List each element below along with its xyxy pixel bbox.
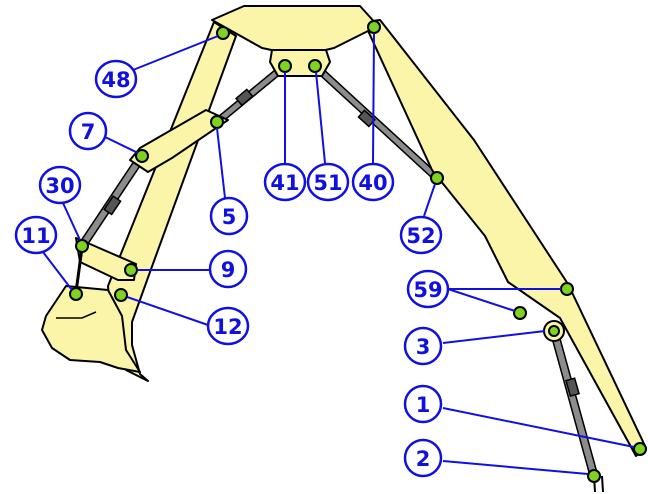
base-cylinder-collar	[565, 377, 580, 397]
callout-41-label: 41	[270, 171, 299, 195]
callout-30: 30	[38, 165, 82, 205]
callout-9-label: 9	[221, 258, 236, 282]
callout-48: 48	[94, 59, 138, 99]
pin-2	[587, 469, 601, 483]
leader-lines	[42, 32, 635, 475]
pin-41	[278, 59, 292, 73]
callout-51: 51	[306, 162, 350, 202]
callout-1: 1	[403, 384, 443, 424]
boom-arm	[363, 19, 647, 457]
callout-12-label: 12	[213, 315, 242, 339]
cylinders	[77, 62, 604, 493]
pin-7	[135, 149, 149, 163]
callout-52-label: 52	[406, 224, 435, 248]
callout-48-label: 48	[101, 68, 130, 92]
callout-52: 52	[399, 215, 443, 255]
callout-51-label: 51	[313, 171, 342, 195]
pin-9	[124, 263, 138, 277]
callout-59: 59	[406, 269, 450, 309]
pin-59-b	[513, 306, 527, 320]
base-cylinder-rod-fill	[551, 328, 597, 479]
callout-1-label: 1	[416, 393, 431, 417]
bucket-link-bar	[74, 247, 84, 293]
callout-40: 40	[351, 162, 395, 202]
boom-cylinder-rod-fill	[312, 63, 440, 181]
callout-11-label: 11	[21, 224, 50, 248]
callout-41: 41	[263, 162, 307, 202]
callout-11: 11	[14, 215, 58, 255]
boom-cylinder-collar	[357, 109, 376, 128]
pin-12	[114, 288, 128, 302]
pin-5	[210, 115, 224, 129]
callout-7: 7	[68, 111, 108, 151]
callout-5: 5	[209, 196, 249, 236]
pin-3	[548, 325, 560, 337]
callout-7-label: 7	[81, 120, 96, 144]
pins	[69, 20, 647, 483]
pin-48	[216, 26, 230, 40]
callout-40-label: 40	[358, 171, 387, 195]
callout-59-label: 59	[413, 278, 442, 302]
callout-2: 2	[403, 438, 443, 478]
crowd-cylinder-collar	[235, 88, 254, 107]
pin-40	[367, 20, 381, 34]
pin-30	[75, 239, 89, 253]
callout-30-label: 30	[45, 174, 74, 198]
callout-9: 9	[208, 249, 248, 289]
pin-52	[430, 171, 444, 185]
pin-59-a	[560, 282, 574, 296]
pin-11	[69, 287, 83, 301]
base-cylinder-lower-2	[601, 475, 604, 493]
top-plate	[211, 5, 379, 57]
callout-3: 3	[403, 326, 443, 366]
pin-51	[308, 59, 322, 73]
callout-5-label: 5	[222, 205, 237, 229]
bucket-rim	[56, 311, 97, 319]
bucket-cylinder-collar	[103, 195, 122, 216]
callout-12: 12	[206, 306, 250, 346]
callout-3-label: 3	[416, 335, 431, 359]
callout-2-label: 2	[416, 447, 431, 471]
pin-1	[633, 442, 647, 456]
bucket	[41, 285, 141, 373]
stick-bracket	[129, 109, 229, 173]
